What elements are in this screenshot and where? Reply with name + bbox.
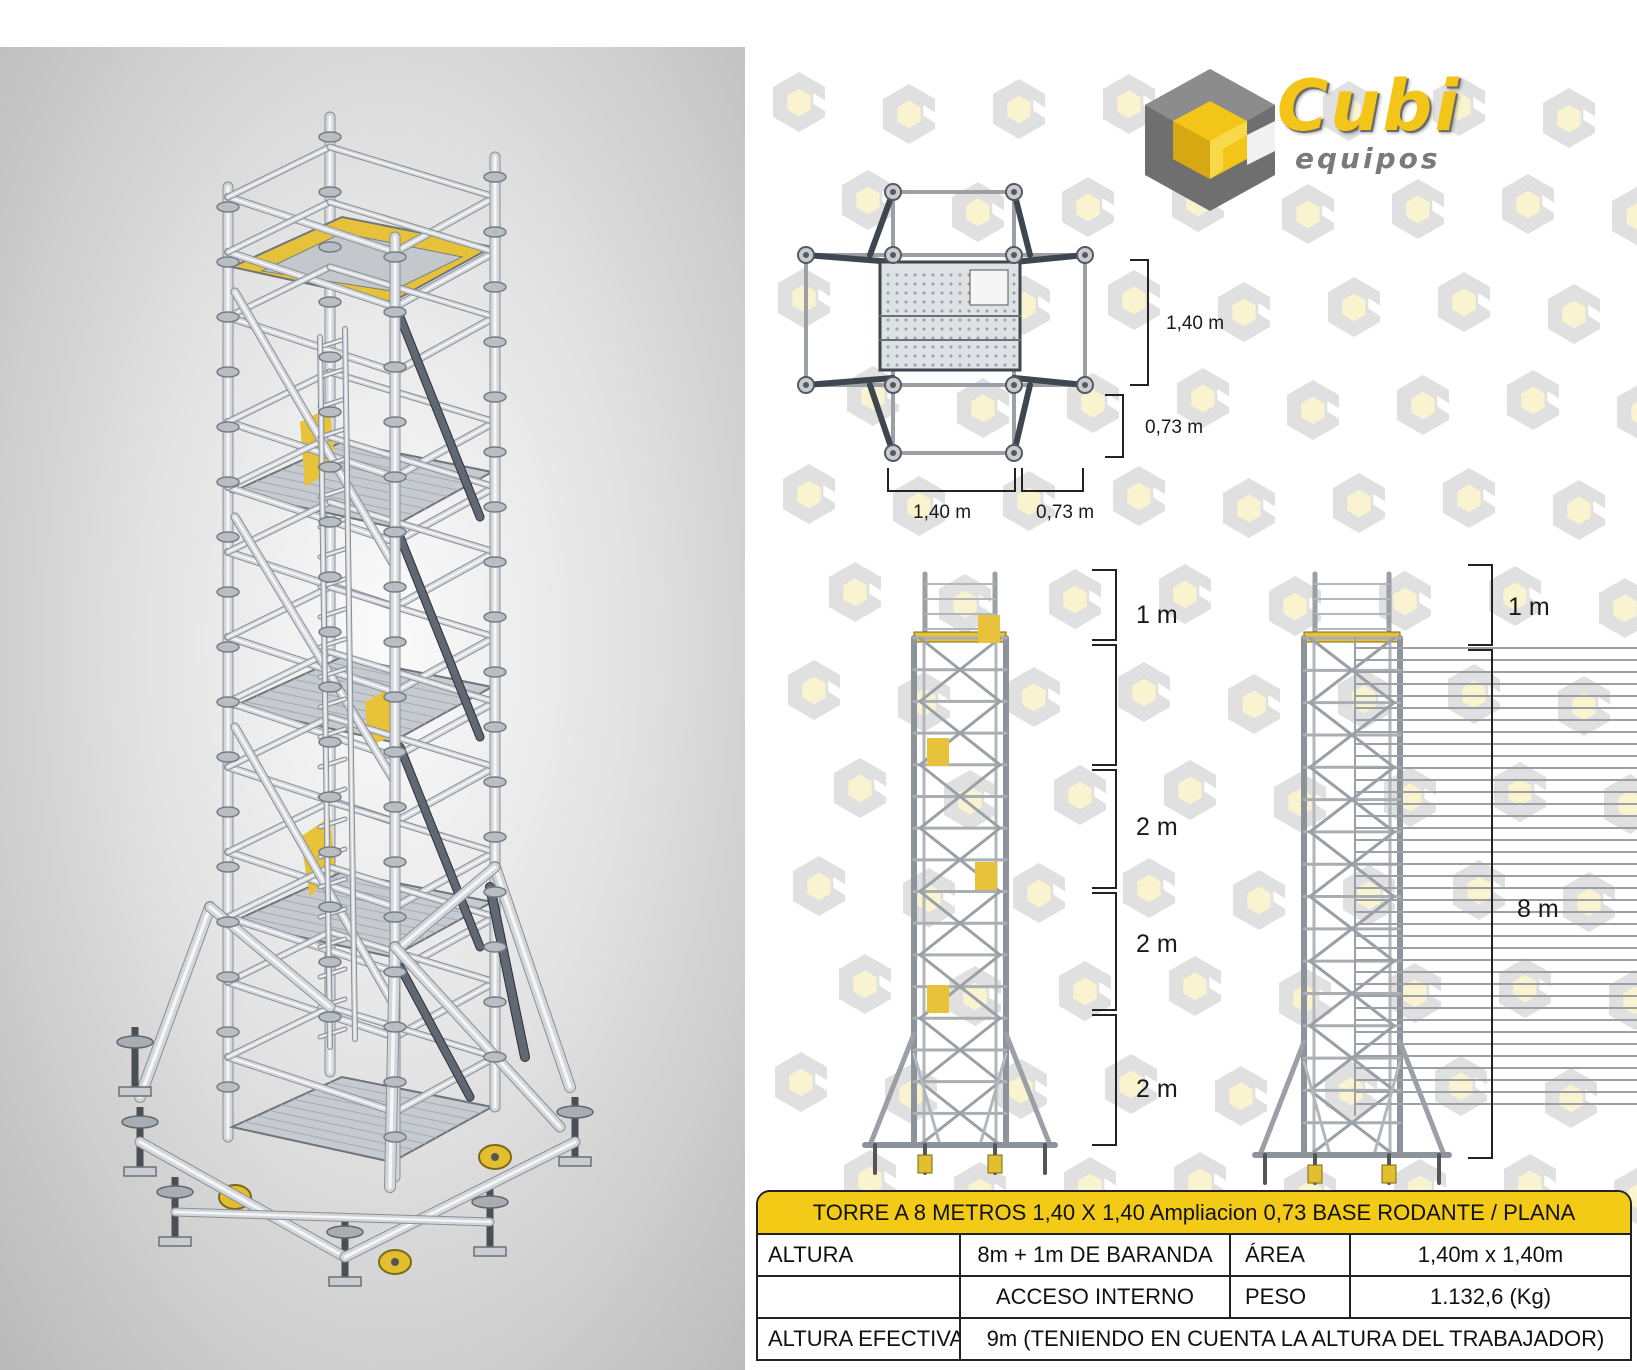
spec-value-area: 1,40m x 1,40m — [1417, 1242, 1564, 1267]
front-dim-2m-a: 2 m — [1136, 813, 1178, 841]
front-dim-2m-c: 2 m — [1136, 1075, 1178, 1103]
spec-table-title: TORRE A 8 METROS 1,40 X 1,40 Ampliacion … — [758, 1192, 1630, 1235]
plan-dim-vertical-main: 1,40 m — [1166, 313, 1225, 334]
cube-logo-icon — [1145, 69, 1275, 211]
spec-value-altura-efectiva: 9m (TENIENDO EN CUENTA LA ALTURA DEL TRA… — [986, 1326, 1605, 1351]
spec-label-altura-efectiva: ALTURA EFECTIVA — [758, 1319, 961, 1359]
spec-value-altura: 8m + 1m DE BARANDA — [961, 1235, 1231, 1275]
side-dim-1m: 1 m — [1508, 593, 1550, 621]
cubi-logo: Cubi equipos — [1135, 65, 1495, 215]
plan-dim-vertical-ext: 0,73 m — [1145, 417, 1204, 438]
table-row: ALTURA 8m + 1m DE BARANDA ÁREA 1,40m x 1… — [758, 1235, 1630, 1277]
spec-label-peso: PESO — [1231, 1277, 1351, 1317]
front-dim-2m-b: 2 m — [1136, 930, 1178, 958]
spec-table: TORRE A 8 METROS 1,40 X 1,40 Ampliacion … — [756, 1190, 1632, 1361]
plan-dim-bottom-main: 1,40 m — [913, 502, 972, 523]
scaffold-render-drawing — [116, 111, 594, 1287]
table-row: ACCESO INTERNO PESO 1.132,6 (Kg) — [758, 1277, 1630, 1319]
spec-label-empty — [758, 1277, 961, 1317]
logo-subtitle: equipos — [1295, 142, 1441, 175]
plan-dim-bottom-ext: 0,73 m — [1036, 502, 1095, 523]
table-row: ALTURA EFECTIVA 9m (TENIENDO EN CUENTA L… — [758, 1319, 1630, 1359]
front-dim-1m: 1 m — [1136, 601, 1178, 629]
logo-wordmark: Cubi — [1277, 65, 1461, 147]
scaffold-3d-render — [0, 47, 745, 1370]
side-dim-8m: 8 m — [1517, 895, 1559, 923]
spec-value-peso: 1.132,6 (Kg) — [1429, 1284, 1552, 1309]
spec-label-altura: ALTURA — [758, 1235, 961, 1275]
spec-value-acceso: ACCESO INTERNO — [961, 1277, 1231, 1317]
spec-label-area: ÁREA — [1231, 1235, 1351, 1275]
